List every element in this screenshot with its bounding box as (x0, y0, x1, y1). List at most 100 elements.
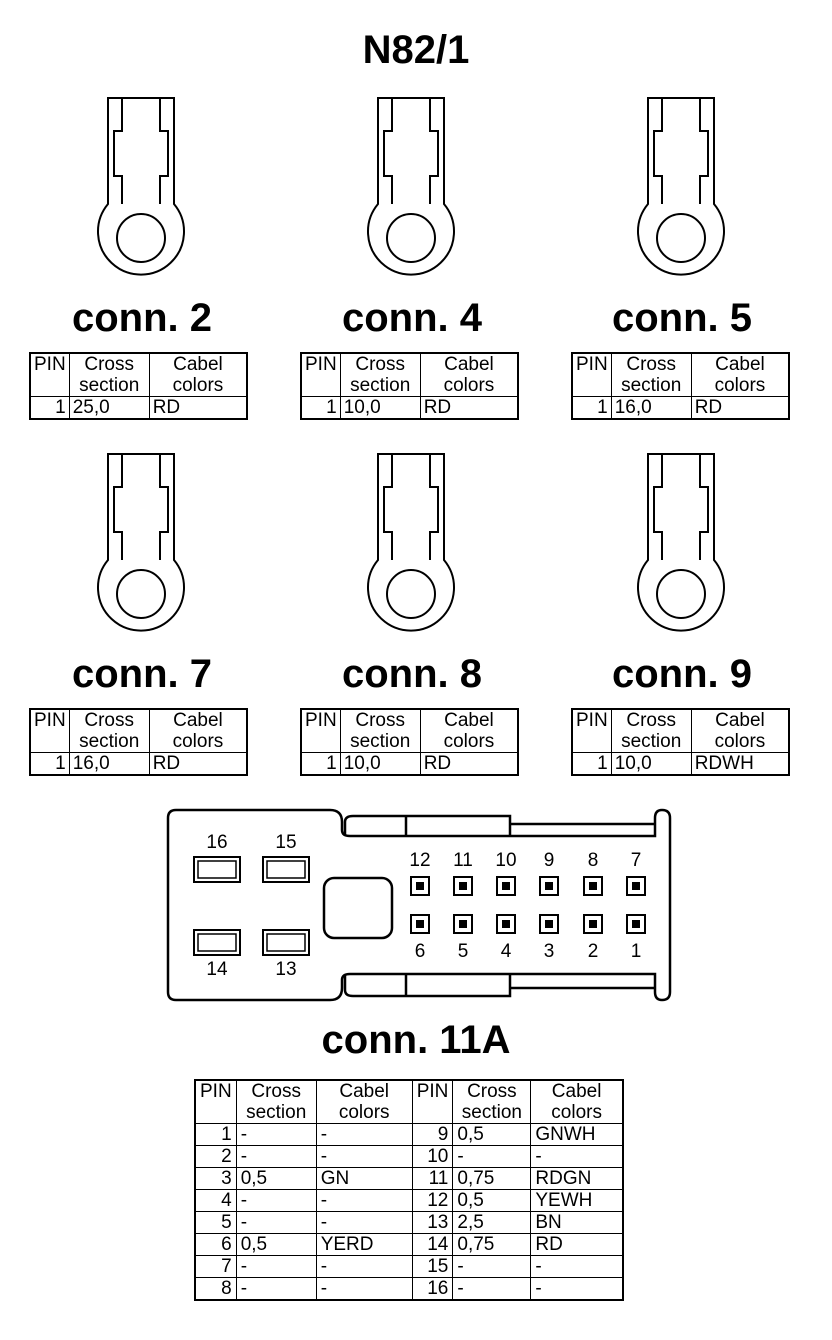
header-pin: PIN (571, 352, 612, 397)
cross-section-cell: - (235, 1189, 317, 1212)
cross-section-cell: 10,0 (339, 396, 421, 420)
cable-color-cell: - (315, 1277, 413, 1301)
cable-color-cell: - (315, 1189, 413, 1212)
table-row: 1 16,0 RD (29, 752, 248, 776)
table-row: 1 10,0 RD (300, 396, 519, 420)
diagram-title: N82/1 (362, 28, 470, 72)
pin-cell: 12 (411, 1189, 454, 1212)
header-pin: PIN (300, 708, 341, 753)
conn-11a-label: conn. 11A (321, 1018, 511, 1062)
pin-cell: 10 (411, 1145, 454, 1168)
pin-label-3: 3 (544, 941, 555, 962)
cross-section-cell: - (235, 1211, 317, 1234)
pin-cell: 16 (411, 1277, 454, 1301)
conn-9-label: conn. 9 (611, 652, 753, 696)
cross-section-cell: 0,5 (452, 1123, 532, 1146)
pin-cell: 14 (411, 1233, 454, 1256)
conn-5-label: conn. 5 (611, 296, 753, 340)
cable-color-cell: - (530, 1255, 624, 1278)
conn-4-label: conn. 4 (341, 296, 483, 340)
table-row: 1 25,0 RD (29, 396, 248, 420)
cross-section-cell: 10,0 (339, 752, 421, 776)
table-row: 2--10-- (194, 1145, 624, 1168)
table-row: 1 16,0 RD (571, 396, 790, 420)
header-pin: PIN (300, 352, 341, 397)
cable-color-cell: BN (530, 1211, 624, 1234)
cross-section-cell: 16,0 (610, 396, 692, 420)
cable-color-cell: - (315, 1145, 413, 1168)
conn-2-label: conn. 2 (71, 296, 213, 340)
cross-section-cell: - (235, 1277, 317, 1301)
cross-section-cell: 0,5 (452, 1189, 532, 1212)
cable-color-cell: - (530, 1145, 624, 1168)
center-key (322, 876, 394, 940)
cable-color-cell: - (315, 1123, 413, 1146)
cable-color-cell: RDWH (690, 752, 790, 776)
cable-color-cell: RD (148, 396, 248, 420)
pin-cell: 7 (194, 1255, 237, 1278)
cable-color-cell: YEWH (530, 1189, 624, 1212)
pin-label-10: 10 (495, 850, 516, 871)
cable-color-cell: - (315, 1255, 413, 1278)
table-row: 1 10,0 RDWH (571, 752, 790, 776)
cross-section-cell: - (235, 1255, 317, 1278)
ring-terminal-conn-7 (97, 453, 185, 632)
cross-section-cell: - (235, 1123, 317, 1146)
ring-terminal-conn-2 (97, 97, 185, 276)
pin-label-4: 4 (501, 941, 512, 962)
pin-label-9: 9 (544, 850, 555, 871)
cross-section-cell: 16,0 (68, 752, 150, 776)
cross-section-cell: 0,75 (452, 1233, 532, 1256)
pin-label-14: 14 (206, 959, 228, 980)
cross-section-cell: 10,0 (610, 752, 692, 776)
pin-label-13: 13 (275, 959, 296, 980)
cable-color-cell: - (315, 1211, 413, 1234)
cable-color-cell: RD (419, 752, 519, 776)
header-pin: PIN (194, 1079, 237, 1124)
pin-cell: 1 (194, 1123, 237, 1146)
pin-cell: 13 (411, 1211, 454, 1234)
pin-label-12: 12 (409, 850, 430, 871)
pin-label-11: 11 (453, 850, 473, 871)
pin-cell: 2 (194, 1145, 237, 1168)
pin-label-1: 1 (631, 941, 642, 962)
cross-section-cell: - (452, 1145, 532, 1168)
conn-8-label: conn. 8 (341, 652, 483, 696)
cross-section-cell: 25,0 (68, 396, 150, 420)
table-row: 1 10,0 RD (300, 752, 519, 776)
header-pin: PIN (29, 352, 70, 397)
pin-label-16: 16 (206, 832, 227, 853)
cable-color-cell: - (530, 1277, 624, 1301)
cross-section-cell: - (452, 1255, 532, 1278)
cable-color-cell: RDGN (530, 1167, 624, 1190)
cross-section-cell: 0,5 (235, 1167, 317, 1190)
cable-color-cell: RD (530, 1233, 624, 1256)
pin-cell: 1 (29, 752, 70, 776)
cross-section-cell: 0,5 (235, 1233, 317, 1256)
cable-color-cell: RD (690, 396, 790, 420)
pin-cell: 3 (194, 1167, 237, 1190)
cable-color-cell: GN (315, 1167, 413, 1190)
pin-label-2: 2 (588, 941, 599, 962)
cable-color-cell: RD (148, 752, 248, 776)
